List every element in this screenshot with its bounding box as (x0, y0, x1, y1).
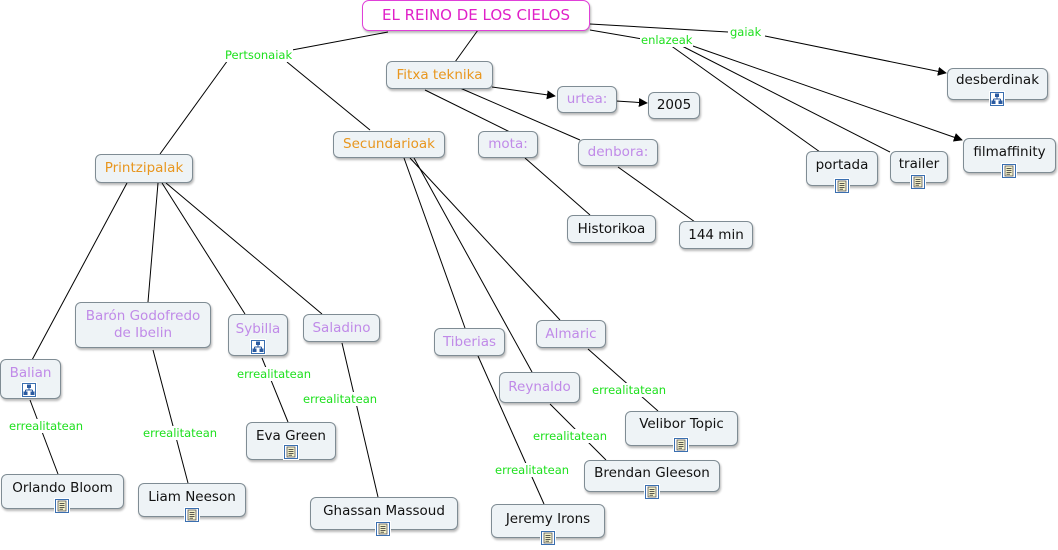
link-label-errealitatean-saladino: errealitatean (302, 392, 379, 406)
concept-printzipalak[interactable]: Printzipalak (95, 154, 193, 183)
document-icon[interactable] (674, 438, 688, 452)
concept-urtea[interactable]: urtea: (557, 86, 617, 113)
concept-map-icon[interactable] (22, 383, 36, 397)
link-label-errealitatean-almaric: errealitatean (591, 383, 668, 397)
concept-map-icon[interactable] (990, 92, 1004, 106)
concept-fitxa-teknika[interactable]: Fitxa teknika (386, 61, 493, 89)
document-icon[interactable] (185, 508, 199, 522)
document-icon[interactable] (376, 522, 390, 536)
concept-reynaldo[interactable]: Reynaldo (499, 372, 580, 403)
link-label-errealitatean-baron: errealitatean (142, 426, 219, 440)
document-icon[interactable] (911, 175, 925, 189)
concept-mota[interactable]: mota: (478, 131, 538, 158)
concept-baron-godofredo[interactable]: Barón Godofredo de Ibelin (75, 302, 211, 348)
link-label-pertsonaiak: Pertsonaiak (224, 48, 294, 62)
concept-eva-green[interactable]: Eva Green (246, 422, 336, 460)
concept-tiberias[interactable]: Tiberias (434, 328, 505, 356)
document-icon[interactable] (645, 485, 659, 499)
document-icon[interactable] (284, 445, 298, 459)
document-icon[interactable] (835, 179, 849, 193)
concept-saladino[interactable]: Saladino (303, 314, 380, 342)
concept-secundarioak[interactable]: Secundarioak (333, 131, 445, 158)
concept-denbora[interactable]: denbora: (578, 139, 658, 166)
link-label-gaiak: gaiak (729, 25, 763, 39)
concept-sybilla[interactable]: Sybilla (228, 314, 288, 356)
document-icon[interactable] (1002, 164, 1016, 178)
concept-map-icon[interactable] (251, 340, 265, 354)
link-label-errealitatean-tiberias: errealitatean (494, 463, 571, 477)
concept-2005[interactable]: 2005 (648, 92, 700, 119)
link-label-errealitatean-balian: errealitatean (8, 419, 85, 433)
root-concept[interactable]: EL REINO DE LOS CIELOS (362, 0, 590, 31)
link-label-errealitatean-reynaldo: errealitatean (532, 429, 609, 443)
concept-filmaffinity[interactable]: filmaffinity (963, 138, 1056, 173)
concept-almaric[interactable]: Almaric (536, 320, 606, 348)
concept-historikoa[interactable]: Historikoa (567, 215, 656, 243)
link-label-enlazeak: enlazeak (640, 33, 694, 47)
concept-144-min[interactable]: 144 min (679, 221, 753, 249)
document-icon[interactable] (541, 531, 555, 545)
concept-desberdinak[interactable]: desberdinak (947, 68, 1048, 100)
document-icon[interactable] (55, 499, 69, 513)
link-label-errealitatean-sybilla: errealitatean (236, 367, 313, 381)
